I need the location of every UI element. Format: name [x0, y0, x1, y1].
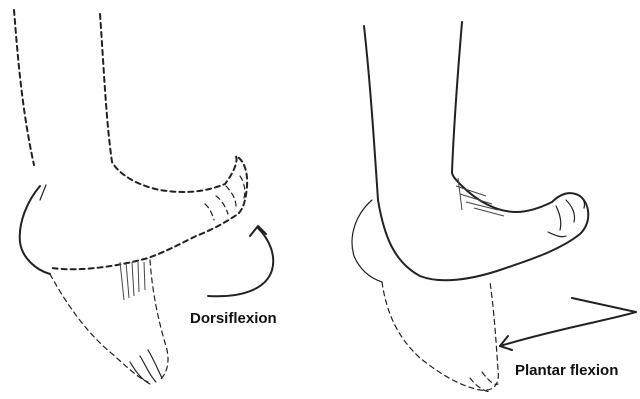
right-tendon-hatching [456, 178, 504, 216]
left-calf-spur [40, 185, 46, 200]
plantar-flexion-arrow [500, 298, 636, 346]
plantar-flexion-label: Plantar flexion [515, 362, 618, 379]
dorsiflexed-foot-outline [14, 10, 247, 269]
dorsiflexion-figure [14, 10, 273, 384]
dorsiflexion-arrow-curve [208, 228, 273, 296]
left-heel-outline [20, 186, 50, 274]
neutral-foot-outline [378, 172, 588, 280]
left-lower-foot-outline [50, 260, 168, 382]
dorsiflexion-label: Dorsiflexion [190, 310, 277, 327]
right-leg-outline [364, 22, 462, 200]
left-tendon-hatching [120, 262, 145, 300]
right-heel-outline [352, 200, 382, 282]
plantar-flexed-foot-outline [382, 282, 498, 390]
left-toes-outline [130, 350, 162, 384]
plantar-flexion-figure [352, 22, 636, 392]
